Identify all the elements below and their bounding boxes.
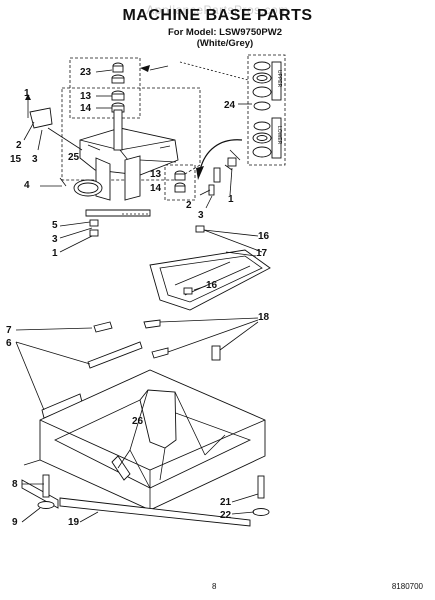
leveling-feet [21,474,270,523]
lower-label: LOWER [276,126,282,145]
callout-7: 7 [6,325,12,336]
watermark-text: AppliancePartsPros.com [146,3,289,17]
callout-25: 25 [68,152,80,163]
upper-label: UPPER [276,70,282,88]
callout-labels: 1 2 3 15 4 25 5 3 1 23 13 14 24 13 14 2 … [6,67,270,528]
transmission-assembly [73,109,179,201]
callout-26: 26 [132,416,144,427]
callout-9: 9 [12,517,18,528]
callout-5: 5 [52,220,58,231]
callout-1-right: 1 [228,194,234,205]
callout-16-lower: 16 [206,280,218,291]
callout-24: 24 [224,100,236,111]
model-line: For Model: LSW9750PW2 [167,27,282,38]
callout-4: 4 [24,180,30,191]
rails-and-brackets [15,317,259,419]
callout-1-lower: 1 [52,248,58,259]
bearing-stack-parts [95,62,125,113]
suspension-tray [149,225,271,311]
callout-16-upper: 16 [258,231,270,242]
callout-23: 23 [80,67,92,78]
left-clips [23,94,83,187]
callout-6: 6 [6,338,12,349]
document-number: 8180700 [391,582,423,591]
callout-3-right: 3 [198,210,204,221]
callout-2-left: 2 [16,140,22,151]
callout-3-lower: 3 [52,234,58,245]
callout-14-upper: 14 [80,103,92,114]
bearing-inset: UPPER LOWER [179,54,286,166]
callout-21: 21 [220,497,232,508]
callout-19: 19 [68,517,80,528]
drain-hose [196,139,243,180]
callout-1-top-left: 1 [24,88,30,99]
callout-17: 17 [256,248,268,259]
machine-base-frame [21,369,266,527]
switch-parts [199,157,237,209]
callout-18: 18 [258,312,270,323]
callout-13-upper: 13 [80,91,92,102]
callout-22: 22 [220,510,232,521]
clutch-stack-parts [164,164,196,201]
callout-13-right: 13 [150,169,162,180]
diagram-title: MACHINE BASE PARTS [122,7,313,24]
callout-3-left: 3 [32,154,38,165]
model-info: For Model: LSW9750PW2 (White/Grey) [150,27,300,49]
callout-2-right: 2 [186,200,192,211]
lower-fasteners [59,209,151,253]
callout-15: 15 [10,154,22,165]
callout-14-right: 14 [150,183,162,194]
upper-detail-boxes [61,57,201,181]
callout-8: 8 [12,479,18,490]
page-number: 8 [212,582,217,591]
color-line: (White/Grey) [196,38,254,49]
